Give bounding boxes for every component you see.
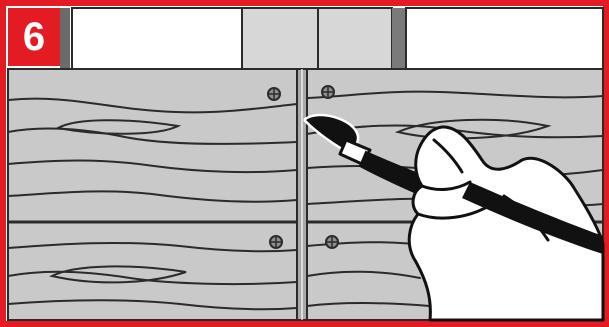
center-vertical-trim bbox=[392, 8, 406, 69]
step-number-text: 6 bbox=[23, 15, 45, 60]
left-vertical-trim bbox=[60, 8, 70, 69]
top-window-strip bbox=[8, 8, 603, 69]
step-number-badge: 6 bbox=[8, 8, 60, 66]
right-window-pane bbox=[406, 8, 603, 69]
screw-head-icon bbox=[326, 236, 338, 248]
right-gray-panel bbox=[318, 8, 392, 69]
screw-head-icon bbox=[322, 86, 334, 98]
screw-head-icon bbox=[270, 236, 282, 248]
left-gray-panel bbox=[242, 8, 320, 69]
left-window-pane bbox=[72, 8, 242, 69]
screw-head-icon bbox=[268, 88, 280, 100]
